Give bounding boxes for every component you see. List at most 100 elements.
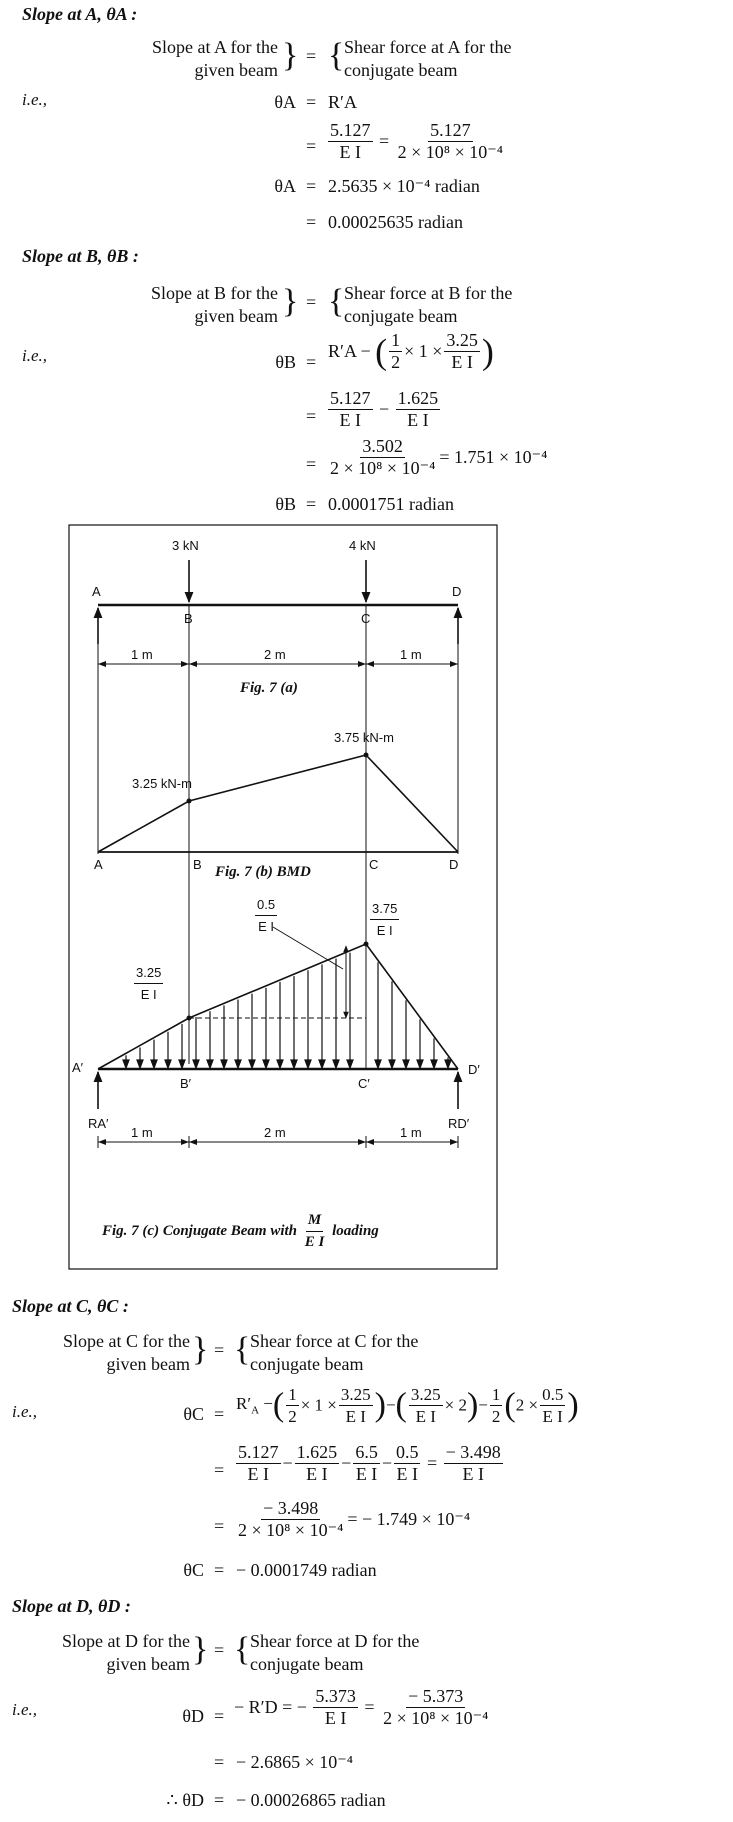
conj-point-d: D′ — [468, 1062, 480, 1077]
lhs-c-line2: given beam — [106, 1354, 190, 1374]
numerator: 3.25 — [444, 330, 480, 352]
load-arrow-head — [388, 1059, 396, 1070]
equals: = — [214, 1340, 225, 1360]
load-arrow-head — [444, 1059, 452, 1070]
bmd-point-b: B — [193, 857, 202, 872]
brace-right: } — [192, 1631, 209, 1668]
denominator: E I — [462, 1464, 484, 1484]
brace-left: { — [328, 37, 345, 74]
load-arrow-head — [416, 1059, 424, 1070]
dimension-1: 1 m — [131, 647, 153, 662]
equals: = — [214, 1640, 225, 1660]
load-arrow-head — [178, 1059, 186, 1070]
load-arrow-head — [164, 1059, 172, 1070]
ie-b: i.e., — [22, 346, 48, 365]
numerator: M — [305, 1210, 324, 1232]
lhs-d-line2: given beam — [106, 1654, 190, 1674]
equals: = — [306, 292, 317, 312]
denominator: E I — [339, 410, 362, 430]
denominator: E I — [324, 1708, 347, 1728]
lhs-a-line2: given beam — [194, 60, 278, 80]
brace-left: { — [328, 283, 345, 320]
caption-part: loading — [332, 1223, 379, 1239]
moment-label-b: 3.25 kN-m — [132, 776, 192, 791]
load-arrow-head — [402, 1059, 410, 1070]
lhs-b: Slope at B for the given beam — [88, 282, 278, 328]
expr-part: − R′D — [234, 1697, 278, 1717]
lhs-c-line1: Slope at C for the — [63, 1331, 190, 1351]
equals: = — [214, 1790, 225, 1810]
lhs-a: Slope at A for the given beam — [88, 36, 278, 82]
load-label-c: 4 kN — [349, 538, 376, 553]
theta-c-2: θC — [183, 1560, 204, 1580]
load-arrow-head — [276, 1059, 284, 1070]
equals: = — [306, 46, 317, 66]
numerator: 0.5 — [393, 1442, 421, 1464]
denominator: E I — [247, 1464, 270, 1484]
caption-fig-7b: Fig. 7 (b) BMD — [215, 864, 311, 880]
numerator: 0.5 — [255, 894, 278, 916]
load-arrow-head — [122, 1059, 130, 1070]
load-arrow-head — [206, 1059, 214, 1070]
equals: = — [214, 1706, 225, 1726]
reaction-label-ra: RA′ — [88, 1116, 109, 1131]
load-arrow-head — [290, 1059, 298, 1070]
theta-d-1: θD — [182, 1706, 204, 1726]
theta-a-1: θA — [274, 92, 296, 112]
lhs-b-line1: Slope at B for the — [151, 283, 278, 303]
load-arrow-head — [136, 1059, 144, 1070]
equals: = — [306, 92, 317, 112]
point-b: B — [184, 611, 193, 626]
figure-7-svg — [68, 524, 498, 1270]
therefore-theta-d: ∴ θD — [166, 1790, 204, 1810]
load-arrow-head — [374, 1059, 382, 1070]
brace-left: { — [234, 1331, 251, 1368]
bmd-outline — [97, 754, 459, 853]
dimension-1: 1 m — [131, 1125, 153, 1140]
rhs-c: Shear force at C for the conjugate beam — [250, 1330, 418, 1376]
theta-c-1: θC — [183, 1404, 204, 1424]
denominator: 2 — [391, 352, 401, 372]
numerator: 5.373 — [313, 1686, 358, 1708]
numerator: 3.502 — [360, 436, 405, 458]
numerator: 3.75 — [370, 898, 400, 920]
equals: = — [214, 1460, 225, 1480]
load-arrow-head — [234, 1059, 242, 1070]
figure-frame — [68, 524, 498, 1270]
load-arrow-head — [150, 1059, 158, 1070]
value-c: − 0.0001749 radian — [236, 1560, 377, 1580]
dimension-3: 1 m — [400, 1125, 422, 1140]
value-b: 0.0001751 radian — [328, 494, 454, 514]
paren: ( — [375, 331, 388, 372]
value-a-2: 0.00025635 radian — [328, 212, 463, 232]
rhs-d-line2: conjugate beam — [250, 1654, 364, 1674]
rhs-a-line1: Shear force at A for the — [344, 37, 512, 57]
rhs-b-line1: Shear force at B for the — [344, 283, 513, 303]
expr-part: R′A − — [236, 1394, 273, 1417]
bmd-point-c: C — [369, 857, 379, 872]
conj-point-c: C′ — [358, 1076, 370, 1091]
heading-slope-c: Slope at C, θC : — [12, 1296, 129, 1316]
brace-right: } — [192, 1331, 209, 1368]
equals: = — [306, 136, 317, 156]
numerator: − 3.498 — [443, 1442, 503, 1464]
theta-a-2: θA — [274, 176, 296, 196]
denominator: E I — [396, 1464, 418, 1484]
load-arrow-head — [318, 1059, 326, 1070]
denominator: E I — [339, 142, 362, 162]
